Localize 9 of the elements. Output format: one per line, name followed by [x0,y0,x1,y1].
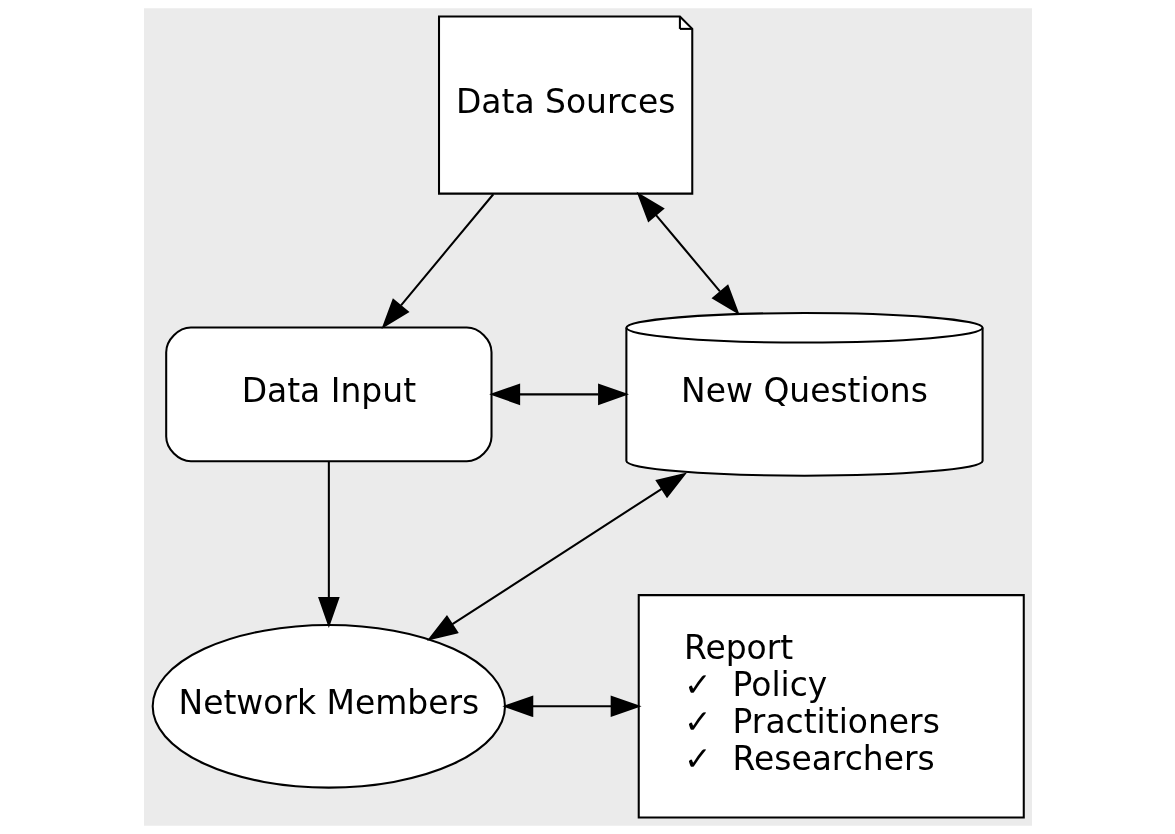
arrow [317,461,340,628]
arrow [488,383,629,406]
node-ellipse: Network Members [151,623,506,789]
arrow [380,193,494,329]
arrow [636,191,740,315]
node-box: Report ✓ Policy ✓ Practitioners ✓ Researchers [637,594,1025,819]
arrow [426,472,687,641]
arrow [501,695,642,718]
node-box: Data Input [164,326,493,463]
